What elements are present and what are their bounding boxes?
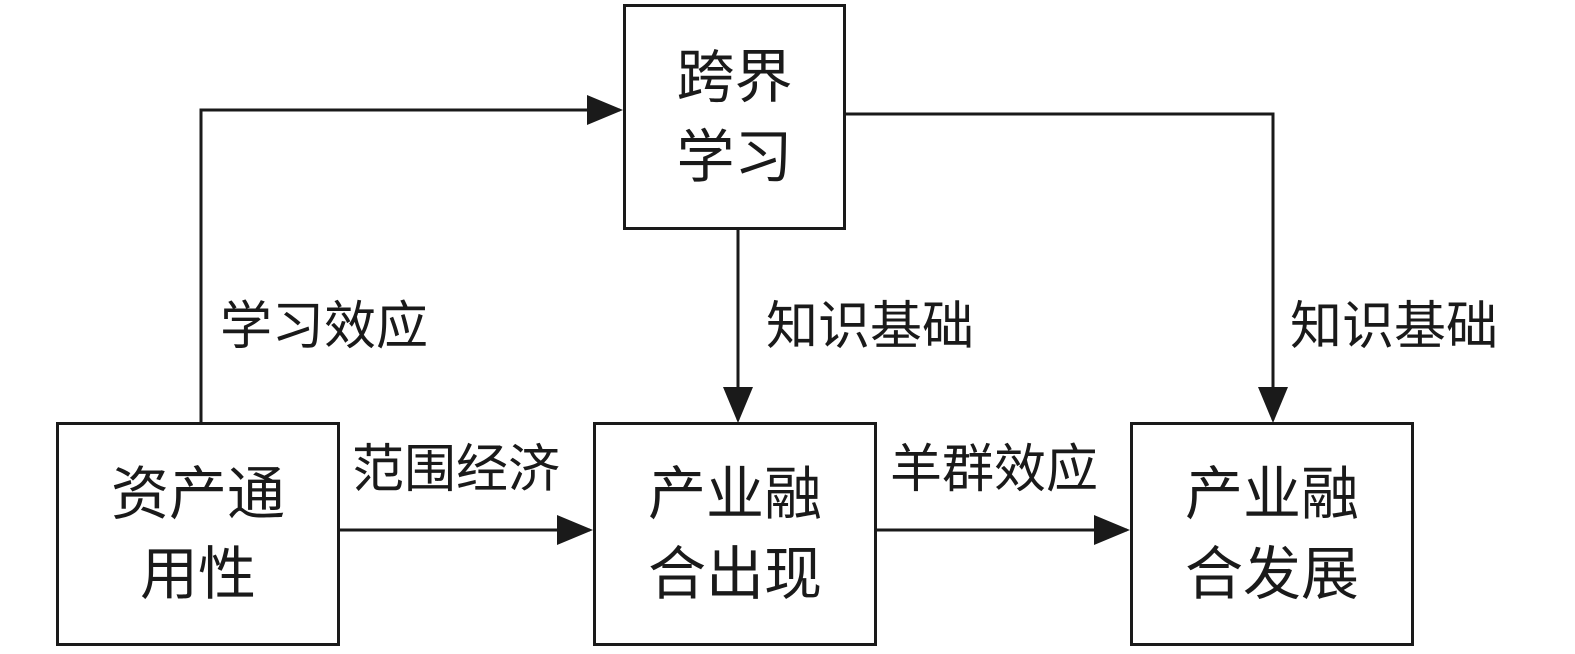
node-industry-fusion-development-line2: 合发展 <box>1184 540 1359 608</box>
edge-label-knowledge-base-center: 知识基础 <box>766 297 975 357</box>
edge-label-learning-effect: 学习效应 <box>220 297 429 357</box>
node-asset-generality-line1: 资产通 <box>110 460 285 528</box>
edge-label-knowledge-base-right: 知识基础 <box>1290 297 1499 357</box>
node-industry-fusion-emergence: 产业融 合出现 <box>593 422 877 646</box>
node-asset-generality-line2: 用性 <box>139 540 256 608</box>
edge-label-scope-economy: 范围经济 <box>352 440 561 500</box>
node-cross-border-learning: 跨界 学习 <box>623 4 846 230</box>
node-cross-border-learning-line1: 跨界 <box>676 43 793 111</box>
node-cross-border-learning-line2: 学习 <box>676 123 793 191</box>
node-industry-fusion-development: 产业融 合发展 <box>1130 422 1414 646</box>
node-industry-fusion-emergence-line1: 产业融 <box>647 460 822 528</box>
edge-learning-effect <box>199 95 623 424</box>
node-industry-fusion-emergence-line2: 合出现 <box>647 540 822 608</box>
node-industry-fusion-development-line1: 产业融 <box>1184 460 1359 528</box>
node-asset-generality: 资产通 用性 <box>56 422 340 646</box>
edge-label-herd-effect: 羊群效应 <box>890 440 1099 500</box>
edge-knowledge-base-right <box>845 112 1288 423</box>
